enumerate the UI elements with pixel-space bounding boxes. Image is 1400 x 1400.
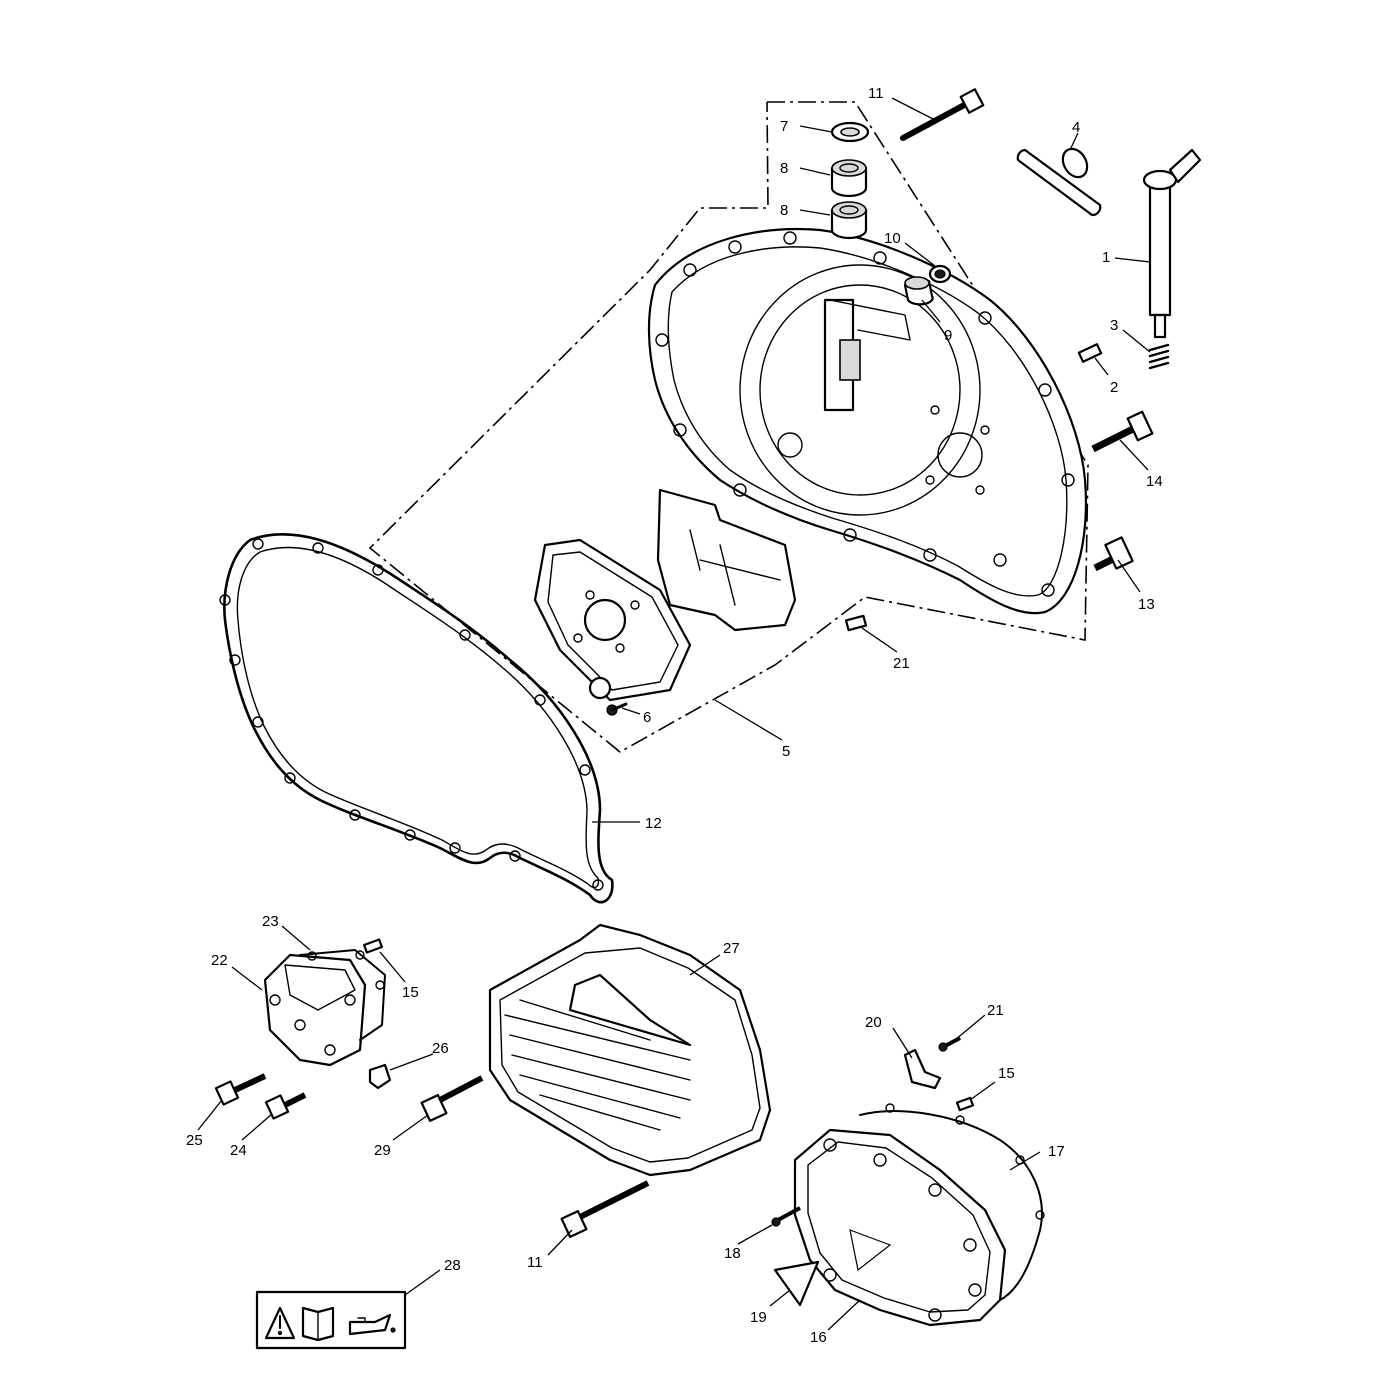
warning-triangle-icon	[264, 1306, 296, 1340]
manual-book-icon	[301, 1306, 335, 1342]
callout-13: 13	[1138, 596, 1155, 613]
clutch-cover-16	[793, 1128, 1007, 1327]
gasket-12	[219, 533, 614, 904]
bracket-20	[903, 1048, 942, 1090]
callout-21-upper: 21	[893, 655, 910, 672]
callout-27: 27	[723, 940, 740, 957]
callout-15-left: 15	[402, 984, 419, 1001]
bolt-29	[420, 1075, 484, 1122]
callout-11-top: 11	[868, 85, 884, 102]
callout-18: 18	[724, 1245, 741, 1262]
callout-1: 1	[1102, 249, 1110, 266]
spring-3	[1148, 343, 1170, 370]
callout-25: 25	[186, 1132, 203, 1149]
callout-23: 23	[262, 913, 279, 930]
callout-2: 2	[1110, 379, 1118, 396]
seal-10	[928, 264, 952, 284]
small-cover-22	[263, 953, 367, 1067]
bearing-8-upper	[830, 159, 868, 198]
gasket-17	[859, 1103, 1045, 1301]
bearing-8-lower	[830, 201, 868, 240]
callout-5: 5	[782, 743, 790, 760]
link-bracket-4	[1016, 147, 1102, 217]
bolt-24	[264, 1092, 307, 1120]
callout-3: 3	[1110, 317, 1118, 334]
callout-14: 14	[1146, 473, 1163, 490]
bolt-14	[1091, 410, 1154, 453]
callout-12: 12	[645, 815, 662, 832]
callout-labels: 11 7 8 8 10 9 4 1 3 2 14 13 21 6 5 12 23…	[186, 85, 1163, 1346]
screw-21-lower	[938, 1036, 961, 1052]
leader-lines	[197, 97, 1151, 1331]
callout-6: 6	[643, 709, 651, 726]
callout-24: 24	[230, 1142, 247, 1159]
callout-28: 28	[444, 1257, 461, 1274]
badge-19	[773, 1260, 820, 1307]
oil-can-icon	[348, 1313, 396, 1336]
clip-26	[368, 1063, 392, 1090]
callout-9: 9	[944, 327, 952, 344]
callout-29: 29	[374, 1142, 391, 1159]
bush-9	[903, 276, 934, 306]
callout-8-lower: 8	[780, 202, 788, 219]
seal-7	[830, 121, 870, 143]
inner-primary-cover	[647, 228, 1088, 615]
gasket-23	[299, 949, 386, 1041]
callout-11-lower: 11	[527, 1254, 543, 1271]
callout-8-upper: 8	[780, 160, 788, 177]
long-bolt-11-top	[900, 88, 985, 141]
dowel-2	[1077, 343, 1103, 363]
dowel-15-right	[955, 1096, 975, 1112]
screw-6	[606, 702, 628, 716]
callout-16: 16	[810, 1329, 827, 1346]
long-bolt-11-lower	[560, 1180, 650, 1238]
breather-plate	[533, 538, 692, 702]
callout-4: 4	[1072, 119, 1080, 136]
callout-17: 17	[1048, 1143, 1065, 1160]
callout-20: 20	[865, 1014, 882, 1031]
warning-label-28	[255, 1290, 407, 1350]
callout-26: 26	[432, 1040, 449, 1057]
callout-19: 19	[750, 1309, 767, 1326]
callout-22: 22	[211, 952, 228, 969]
bolt-25	[214, 1073, 267, 1106]
dowel-21-upper	[844, 614, 868, 632]
primary-outer-cover-27	[488, 923, 772, 1177]
callout-21-lower: 21	[987, 1002, 1004, 1019]
shaft-1	[1142, 148, 1202, 339]
dowel-15-left	[363, 938, 383, 954]
screw-18	[771, 1206, 801, 1227]
baffle	[656, 488, 797, 632]
callout-15-right: 15	[998, 1065, 1015, 1082]
callout-10: 10	[884, 230, 901, 247]
callout-7: 7	[780, 118, 788, 135]
bolt-13	[1093, 536, 1134, 572]
